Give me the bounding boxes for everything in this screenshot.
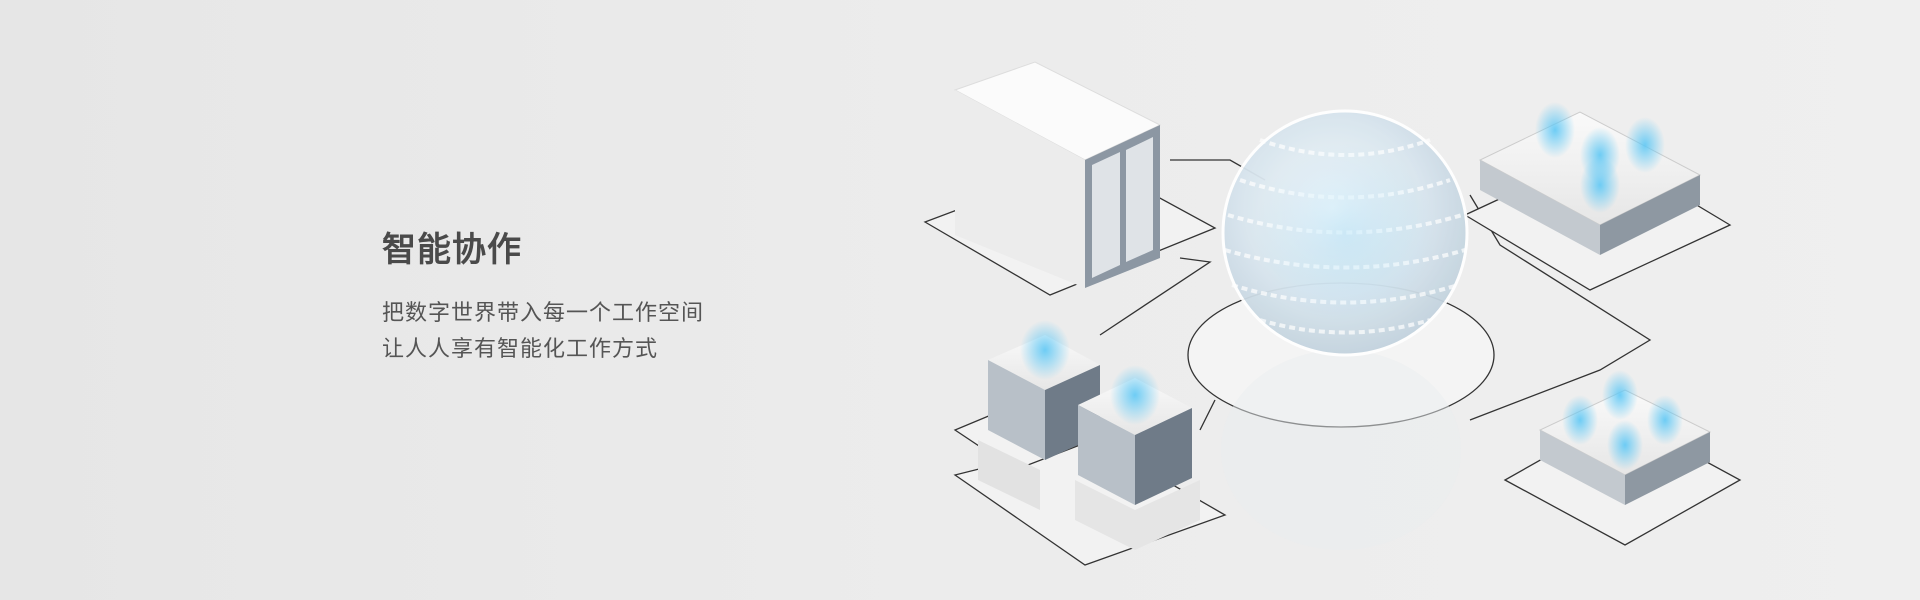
server-grid-top-right [1478,102,1702,255]
hero-title: 智能协作 [382,230,522,270]
server-cabinet [953,61,1162,288]
hero-subtitle-line-1: 把数字世界带入每一个工作空间 [382,301,705,326]
hero-subtitle-line-2: 让人人享有智能化工作方式 [382,337,659,362]
server-grid-bottom-right [1538,370,1712,505]
data-globe [1221,109,1469,357]
hero-text: 智能协作 把数字世界带入每一个工作空间 让人人享有智能化工作方式 [382,228,704,368]
server-stack-left [978,320,1200,550]
